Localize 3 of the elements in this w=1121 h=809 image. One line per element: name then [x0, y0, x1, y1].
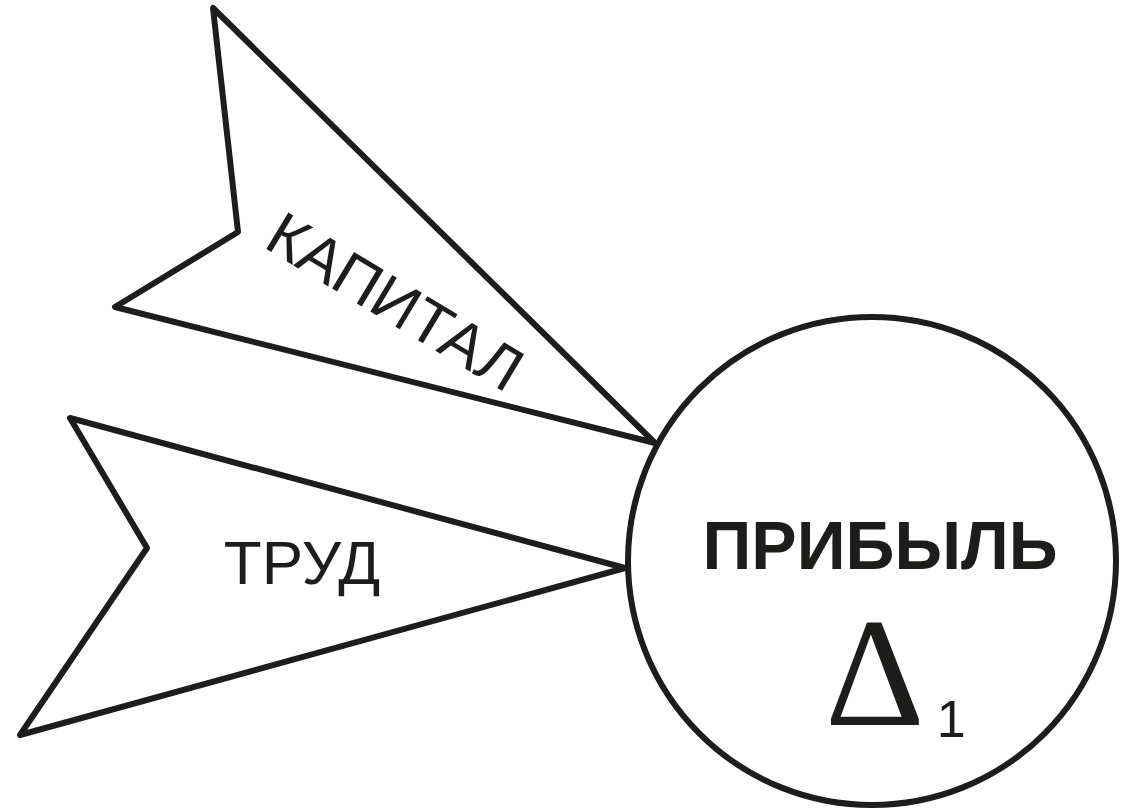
node-title: ПРИБЫЛЬ: [702, 511, 1058, 579]
formula-label: Δ$_{1}$: [825, 596, 966, 751]
circle-node: [625, 314, 1119, 808]
